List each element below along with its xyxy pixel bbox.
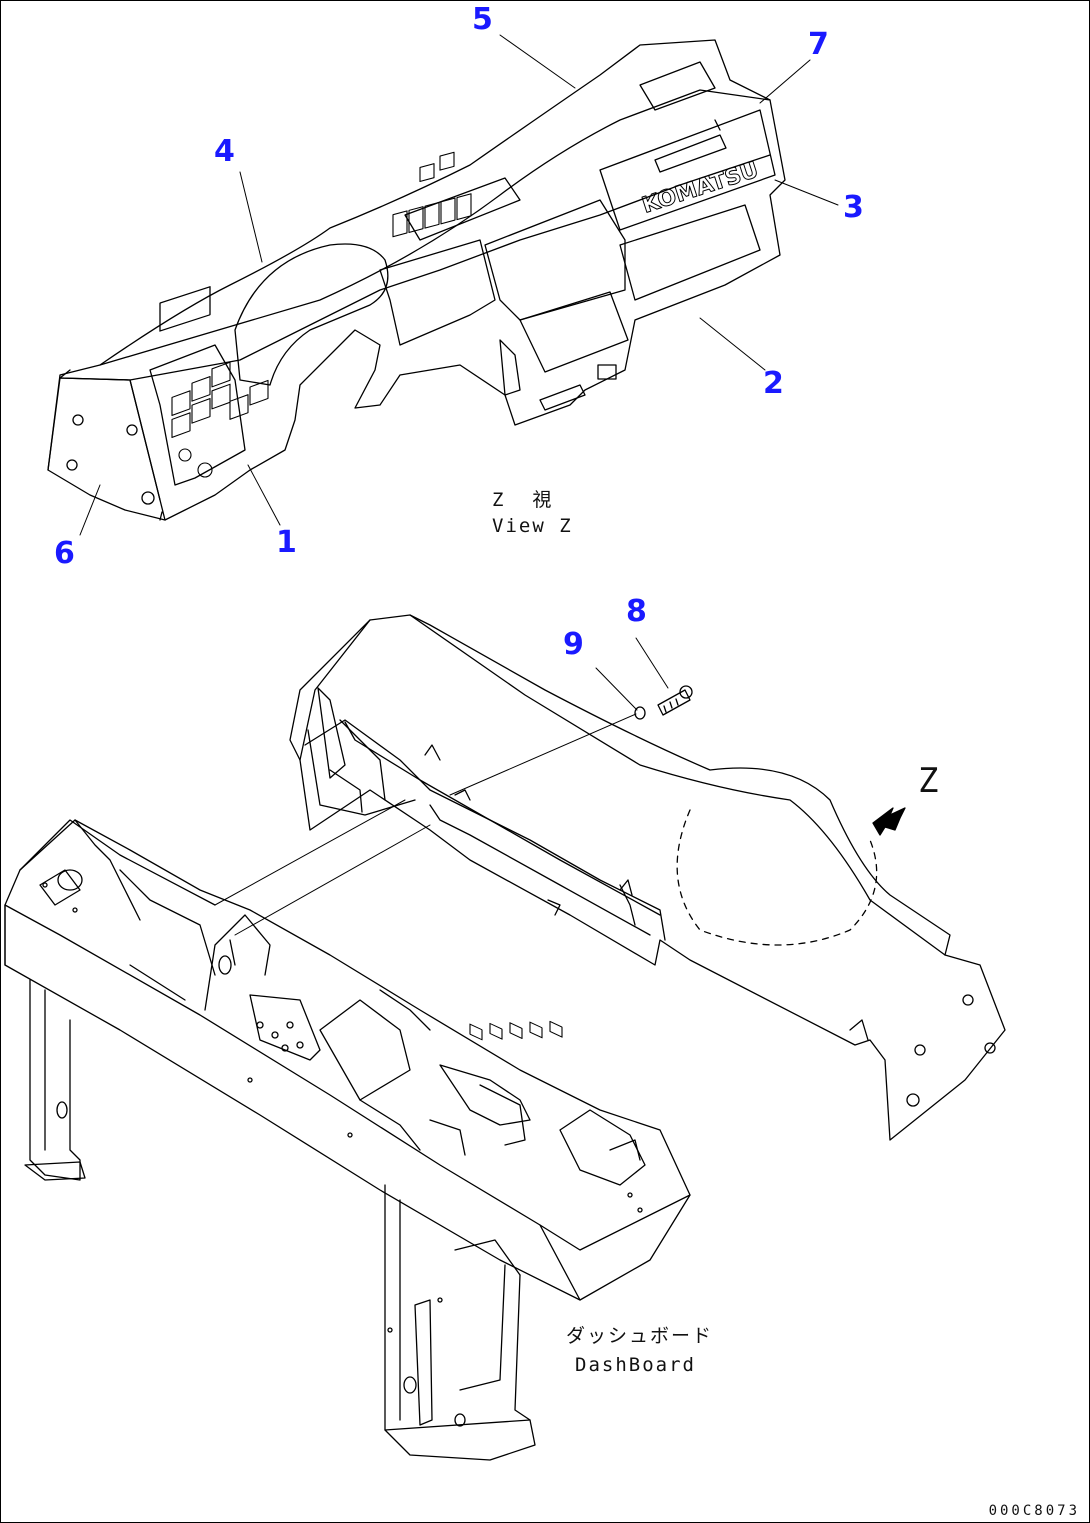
z-view-arrow (872, 807, 906, 836)
bolt-and-washer (634, 685, 693, 720)
callout-2: 2 (763, 366, 784, 401)
drawing-code: 000C8073 (988, 1503, 1080, 1519)
leader-lines (79, 34, 839, 711)
callout-8: 8 (626, 594, 647, 629)
right-leg (384, 1184, 536, 1461)
callout-7: 7 (808, 27, 829, 62)
dashboard-label-en: DashBoard (575, 1354, 696, 1376)
callout-4: 4 (214, 134, 235, 169)
dash-frame (4, 819, 691, 1301)
dashboard-label-jp: ダッシュボード (566, 1325, 714, 1347)
view-z-label-en: View Z (492, 515, 573, 537)
upper-dash-panel: KOMATSU (47, 39, 786, 521)
view-z-label-jp: Z 視 (492, 489, 554, 511)
callout-9: 9 (563, 627, 584, 662)
left-leg (24, 979, 86, 1181)
assembly-lines (214, 713, 637, 936)
callout-6: 6 (54, 536, 75, 571)
callout-3: 3 (843, 190, 864, 225)
callout-5: 5 (472, 2, 493, 37)
dash-cover (289, 614, 1006, 1141)
z-arrow-label: Z (918, 761, 939, 801)
callout-1: 1 (276, 525, 297, 560)
